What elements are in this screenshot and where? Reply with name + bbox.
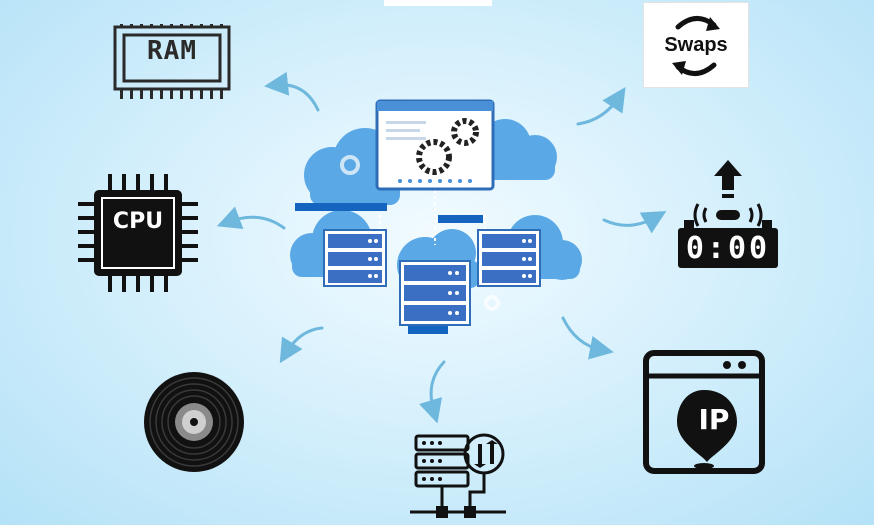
ip-node: IP <box>643 350 765 474</box>
swaps-label: Swaps <box>664 34 728 56</box>
timer-icon <box>678 160 778 268</box>
arrow-to-swaps <box>576 86 626 126</box>
cpu-chip-icon <box>78 174 198 292</box>
cpu-node: CPU <box>78 172 198 292</box>
arrow-to-ip <box>561 316 614 360</box>
ram-chip-icon <box>113 23 231 99</box>
arrow-to-network <box>419 360 446 424</box>
arrow-to-ram <box>264 71 320 112</box>
ram-label: RAM <box>147 36 197 66</box>
swaps-node: Swaps <box>643 2 749 88</box>
arrow-to-cpu <box>216 206 286 230</box>
arrow-to-disk <box>279 326 324 364</box>
network-server-icon <box>410 433 506 518</box>
top-strip <box>384 0 492 6</box>
cpu-label: CPU <box>112 209 164 234</box>
timer-label: 0:00 <box>685 231 771 266</box>
ip-label: IP <box>698 403 730 436</box>
arrow-to-timer <box>602 211 667 234</box>
ram-node: RAM <box>112 23 232 104</box>
swap-arrows-icon <box>672 16 720 76</box>
disk-icon <box>144 372 244 472</box>
ip-location-icon <box>643 350 765 474</box>
timer-node: 0:00 <box>678 158 778 272</box>
cloud-server-icon <box>290 99 582 334</box>
